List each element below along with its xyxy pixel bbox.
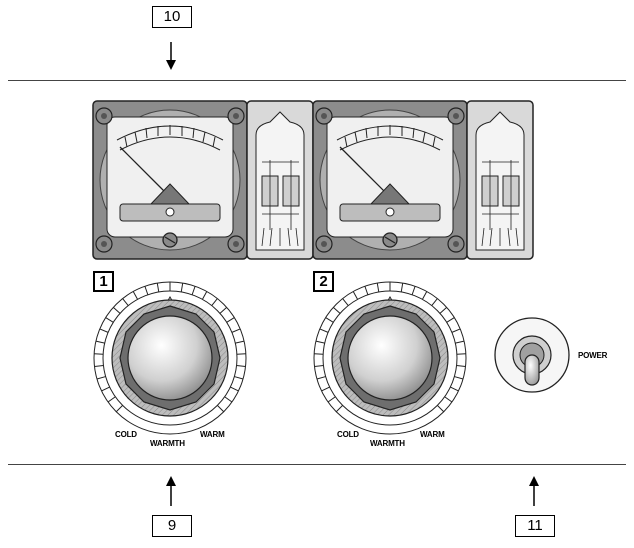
scale-tick bbox=[219, 306, 228, 314]
callout-10-text: 10 bbox=[163, 8, 181, 25]
scale-tick bbox=[455, 340, 465, 344]
knob-1-warm-label: WARM bbox=[200, 430, 225, 439]
power-toggle-switch[interactable] bbox=[494, 317, 570, 393]
knob-2-warmth-label: WARMTH bbox=[370, 439, 405, 448]
scale-tick bbox=[335, 405, 343, 413]
scale-tick bbox=[342, 298, 349, 306]
scale-tick bbox=[319, 328, 329, 333]
scale-tick bbox=[314, 365, 324, 368]
scale-tick bbox=[325, 317, 334, 323]
scale-tick bbox=[105, 317, 114, 323]
scale-tick bbox=[456, 353, 466, 355]
knob-1-cold-label: COLD bbox=[115, 430, 137, 439]
scale-tick bbox=[236, 365, 246, 368]
scale-tick bbox=[144, 286, 149, 295]
scale-tick bbox=[437, 405, 445, 413]
scale-tick bbox=[107, 396, 116, 403]
scale-tick bbox=[115, 405, 123, 413]
scale-tick bbox=[224, 396, 233, 403]
scale-tick bbox=[454, 376, 464, 380]
scale-tick bbox=[431, 298, 438, 306]
knob-1-warmth-label: WARMTH bbox=[150, 439, 185, 448]
scale-tick bbox=[376, 282, 380, 293]
scale-tick bbox=[217, 405, 225, 413]
arrow-up-icon-right bbox=[529, 476, 539, 506]
scale-tick bbox=[235, 340, 245, 344]
scale-tick bbox=[315, 340, 325, 344]
scale-tick bbox=[400, 282, 404, 293]
channel-1-number: 1 bbox=[99, 273, 108, 290]
arrow-up-icon-left bbox=[166, 476, 176, 506]
callout-11: 11 bbox=[515, 515, 555, 537]
callout-10: 10 bbox=[152, 6, 192, 28]
scale-tick bbox=[156, 282, 160, 293]
knob-2-warm-label: WARM bbox=[420, 430, 445, 439]
channel-2-badge: 2 bbox=[313, 271, 334, 292]
scale-tick bbox=[201, 291, 208, 300]
scale-tick bbox=[96, 376, 106, 380]
scale-tick bbox=[191, 286, 196, 295]
callout-11-text: 11 bbox=[527, 517, 543, 534]
scale-tick bbox=[132, 291, 139, 300]
channel-1-badge: 1 bbox=[93, 271, 114, 292]
scale-tick bbox=[327, 396, 336, 403]
scale-tick bbox=[314, 353, 324, 355]
scale-tick bbox=[450, 386, 459, 392]
callout-9-text: 9 bbox=[167, 517, 177, 534]
scale-tick bbox=[316, 376, 326, 380]
scale-tick bbox=[421, 291, 428, 300]
vu-meter-2 bbox=[312, 100, 468, 260]
panel-bottom-edge bbox=[8, 464, 626, 465]
vacuum-tube-2 bbox=[466, 100, 534, 260]
scale-tick bbox=[364, 286, 369, 295]
scale-tick bbox=[439, 306, 448, 314]
scale-tick bbox=[411, 286, 416, 295]
warmth-knob-1[interactable] bbox=[93, 281, 247, 435]
knob-2-cold-label: COLD bbox=[337, 430, 359, 439]
callout-9: 9 bbox=[152, 515, 192, 537]
scale-tick bbox=[122, 298, 129, 306]
panel-top-edge bbox=[8, 80, 626, 81]
scale-tick bbox=[332, 306, 341, 314]
scale-tick bbox=[211, 298, 218, 306]
scale-tick bbox=[236, 353, 246, 355]
power-label: POWER bbox=[578, 351, 608, 360]
scale-tick bbox=[444, 396, 453, 403]
scale-tick bbox=[94, 353, 104, 355]
scale-tick bbox=[94, 365, 104, 368]
scale-tick bbox=[231, 328, 241, 333]
arrow-down-icon bbox=[166, 42, 176, 70]
scale-tick bbox=[446, 317, 455, 323]
warmth-knob-2[interactable] bbox=[313, 281, 467, 435]
scale-tick bbox=[321, 386, 330, 392]
scale-tick bbox=[101, 386, 110, 392]
scale-tick bbox=[99, 328, 109, 333]
scale-tick bbox=[234, 376, 244, 380]
channel-2-number: 2 bbox=[319, 273, 328, 290]
scale-tick bbox=[226, 317, 235, 323]
scale-tick bbox=[230, 386, 239, 392]
vacuum-tube-1 bbox=[246, 100, 314, 260]
scale-tick bbox=[352, 291, 359, 300]
scale-tick bbox=[180, 282, 184, 293]
scale-tick bbox=[95, 340, 105, 344]
vu-meter-1 bbox=[92, 100, 248, 260]
scale-tick bbox=[456, 365, 466, 368]
scale-tick bbox=[112, 306, 121, 314]
scale-tick bbox=[451, 328, 461, 333]
